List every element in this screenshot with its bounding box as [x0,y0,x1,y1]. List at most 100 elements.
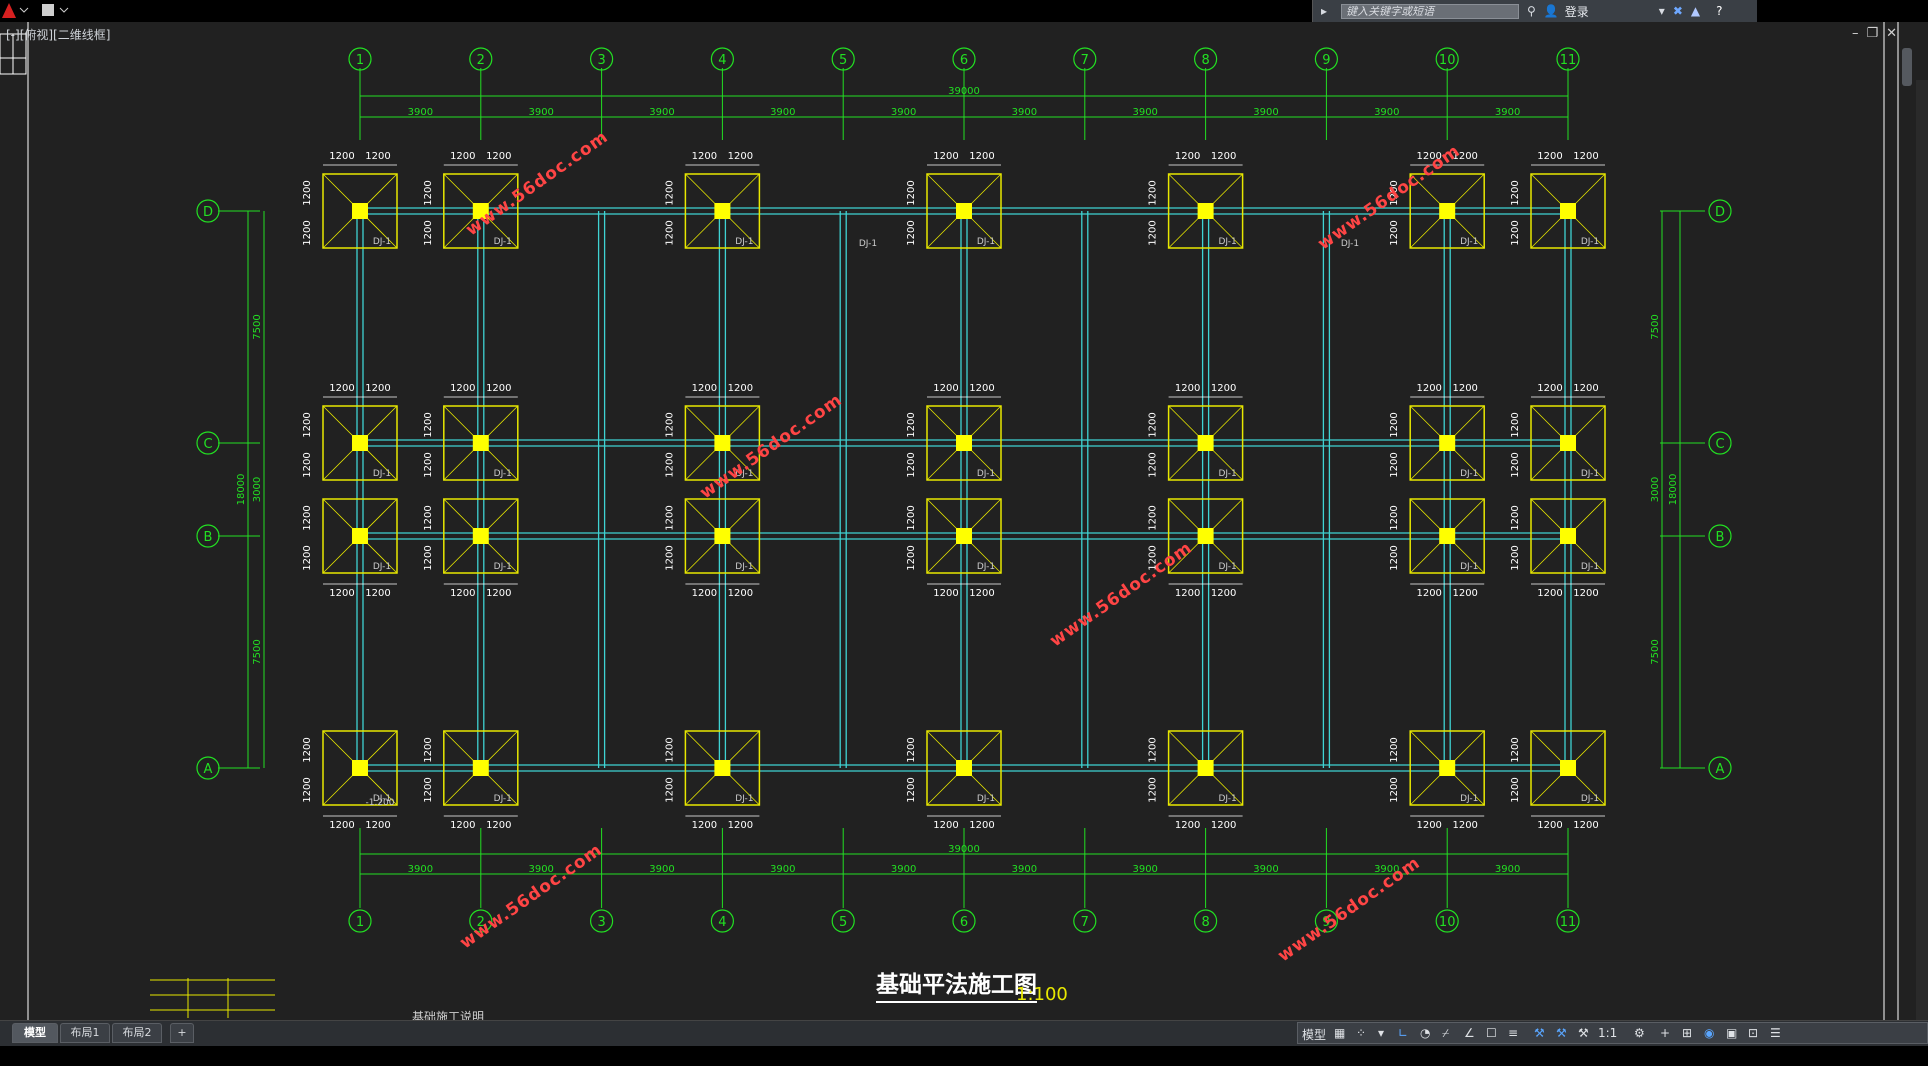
footing-tag: DJ-1 [373,562,391,572]
column-square [472,435,489,451]
hardware-acceleration-icon[interactable]: ▣ [1726,1026,1738,1040]
infocenter: ▸ ⚲ 👤 登录 ▾ ✖ ▲ ? [1312,0,1757,22]
footing-dimension: 1200 [664,180,675,205]
footing-dimension: 1200 [1510,737,1521,762]
total-dimension: 18000 [1668,474,1679,506]
footing-dimension: 1200 [1148,220,1159,245]
search-input[interactable] [1341,3,1520,19]
restore-icon[interactable]: ❐ [1866,26,1887,41]
footing-outline [1167,173,1244,249]
footing-outline [1167,405,1244,481]
footing-tag: DJ-1 [977,794,995,804]
footing-dimension: 1200 [906,220,917,245]
exchange-icon[interactable]: ✖ [1672,4,1683,18]
total-dimension: 18000 [236,474,247,506]
footing-tag: DJ-1 [859,239,877,249]
grid-bubble-label: 4 [718,53,726,68]
annotation-scale-value[interactable]: 1:1 [1598,1026,1618,1040]
footing-dimension: 1200 [1510,180,1521,205]
footing-tag: DJ-1 [1581,237,1599,247]
ortho-icon[interactable]: ∟ [1398,1026,1409,1040]
footing-outline [322,498,398,574]
footing-dimension: 1200 [906,545,917,570]
footing-dimension: 1200 [302,545,313,570]
login-button[interactable]: 登录 [1564,4,1589,19]
footing-dimension: 1200 [728,588,753,599]
model-space-button[interactable]: 模型 [1302,1028,1327,1042]
grid-bubble-label: 5 [839,915,847,930]
footing-outline [1167,730,1244,806]
object-snap-tracking-icon[interactable]: ∠ [1464,1026,1475,1040]
grid-bubble [348,47,372,71]
column-square [1439,435,1456,451]
grid-bubble-label: 2 [477,53,485,68]
span-dimension: 7500 [1650,639,1661,664]
vertical-scrollbar[interactable] [1902,48,1912,86]
annotation-scale-icon[interactable]: ⚒ [1578,1026,1589,1040]
footing-outline [1530,730,1606,806]
tab-layout2[interactable]: 布局2 [112,1023,162,1043]
column-square [714,528,731,544]
autocad-logo-icon[interactable] [2,3,16,18]
save-icon[interactable] [42,4,54,16]
footing-dimension: 1200 [365,383,390,394]
span-dimension: 3900 [1253,107,1278,118]
footing-dimension: 1200 [423,412,434,437]
footing-dimension: 1200 [1416,588,1441,599]
add-layout-button[interactable]: + [170,1023,194,1043]
quick-access-toolbar [2,3,69,18]
grid-bubble [710,47,735,71]
footing-dimension: 1200 [1452,588,1477,599]
grid-bubble-label: 10 [1439,915,1456,930]
tab-model[interactable]: 模型 [12,1023,58,1043]
annotation-visibility-icon[interactable]: ⚒ [1534,1026,1545,1040]
footing-outline [443,730,519,806]
viewport-controls[interactable]: [-][俯视][二维线框] [6,28,111,42]
autodesk-a360-icon[interactable]: ▲ [1690,4,1701,18]
footing-dimension: 1200 [423,777,434,802]
grid-bubble-label: 6 [960,915,968,930]
expand-icon[interactable]: ▸ [1321,4,1328,18]
clean-screen-icon[interactable]: ⊡ [1748,1026,1759,1040]
snap-dropdown-icon[interactable]: ▾ [1378,1026,1385,1040]
login-dropdown-icon[interactable]: ▾ [1658,4,1665,18]
plus-icon[interactable]: + [1660,1026,1671,1040]
window-controls[interactable]: –❐✕ [1852,26,1905,41]
help-icon[interactable]: ? [1716,4,1723,18]
grid-bubble [1314,909,1339,933]
workspace-gear-icon[interactable]: ⚙ [1634,1026,1645,1040]
user-icon[interactable]: 👤 [1543,4,1559,18]
footing-dimension: 1200 [1537,588,1562,599]
lineweight-icon[interactable]: ≡ [1508,1026,1519,1040]
navigation-bar[interactable] [1916,80,1928,1020]
footing-dimension: 1200 [486,588,511,599]
footing-tag: DJ-1 [1460,794,1478,804]
footing-dimension: 1200 [486,820,511,831]
auto-scale-icon[interactable]: ⚒ [1556,1026,1567,1040]
close-icon[interactable]: ✕ [1886,26,1906,41]
footing-outline [1167,498,1244,574]
minimize-icon[interactable]: – [1852,26,1867,41]
isodraft-icon[interactable]: ⌿ [1442,1026,1450,1040]
grid-icon[interactable]: ▦ [1334,1026,1346,1040]
tab-layout1[interactable]: 布局1 [60,1023,110,1043]
footing-dimension: 1200 [1148,180,1159,205]
span-dimension: 3900 [1132,107,1157,118]
isolate-objects-icon[interactable]: ◉ [1704,1026,1715,1040]
footing-dimension: 1200 [365,151,390,162]
snap-icon[interactable]: ⁘ [1356,1026,1367,1040]
footing-dimension: 1200 [1389,777,1400,802]
object-snap-icon[interactable]: ☐ [1486,1026,1497,1040]
footing-tag: DJ-1 [1218,562,1236,572]
footing-dimension: 1200 [1148,412,1159,437]
grid-bubble-label: 3 [597,915,605,930]
menu-dropdown-icon[interactable] [19,7,29,13]
polar-icon[interactable]: ◔ [1420,1026,1431,1040]
binoculars-icon[interactable]: ⚲ [1527,4,1536,18]
column-square [956,203,972,219]
customization-icon[interactable]: ☰ [1770,1026,1781,1040]
toolbar-dropdown-icon[interactable] [59,7,69,13]
units-icon[interactable]: ⊞ [1682,1026,1693,1040]
